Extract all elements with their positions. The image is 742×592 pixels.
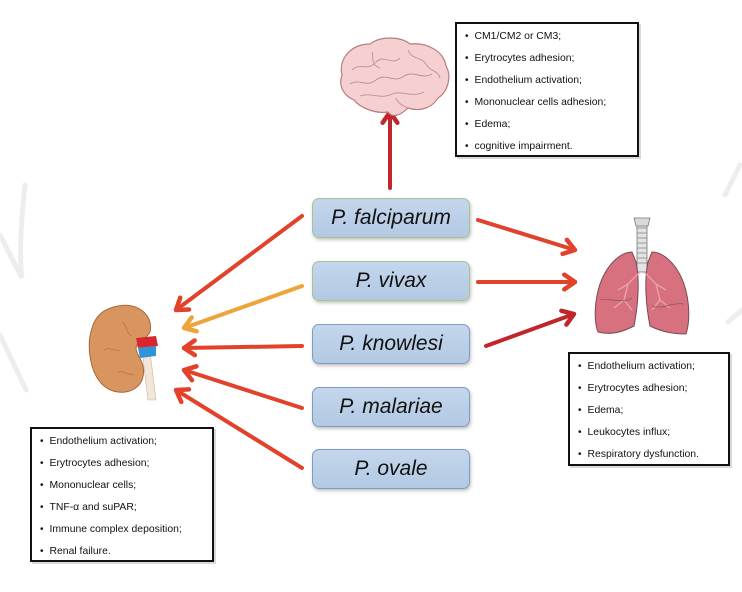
kidney-effect-item: TNF-α and suPAR; [40,497,206,519]
arrow-knowlesi-to-lungs [484,308,577,348]
arrow-head [559,308,577,327]
kidney-effect-item: Endothelium activation; [40,431,206,453]
arrow-shaft [476,218,577,252]
species-label: P. knowlesi [339,332,443,355]
watermark-stroke [722,162,742,198]
arrow-malariae-to-kidney [181,364,304,410]
arrow-head [181,364,199,383]
kidney-effect-item: Erytrocytes adhesion; [40,453,206,475]
arrow-head [181,338,198,358]
watermark-stroke [0,182,28,280]
kidney-effects-box: Endothelium activation; Erytrocytes adhe… [30,427,214,562]
arrow-falciparum-to-lungs [476,218,578,257]
kidney-icon [88,304,158,401]
arrow-vivax-to-lungs [476,272,578,292]
arrow-head [173,387,192,405]
arrow-head [173,295,192,313]
species-box-vivax: P. vivax [312,261,470,301]
arrow-knowlesi-to-kidney [181,338,304,358]
brain-effect-item: Endothelium activation; [465,70,631,92]
kidney-effect-item: Immune complex deposition; [40,519,206,541]
arrow-head [181,315,199,334]
arrow-shaft [174,388,304,470]
brain-effects-box: CM1/CM2 or CM3; Erytrocytes adhesion; En… [455,22,639,157]
lungs-effect-item: Endothelium activation; [578,356,722,378]
kidney-effect-item: Mononuclear cells; [40,475,206,497]
arrow-vivax-to-kidney [181,284,304,334]
species-box-ovale: P. ovale [312,449,470,489]
species-box-falciparum: P. falciparum [312,198,470,238]
lungs-effect-item: Erytrocytes adhesion; [578,378,722,400]
lungs-effects-list: Endothelium activation; Erytrocytes adhe… [578,356,722,466]
arrow-head [562,272,578,292]
arrow-shaft [174,214,304,312]
lungs-effect-item: Edema; [578,400,722,422]
kidney-effects-list: Endothelium activation; Erytrocytes adhe… [40,431,206,563]
species-label: P. ovale [354,457,428,480]
lungs-effects-box: Endothelium activation; Erytrocytes adhe… [568,352,730,466]
brain-effect-item: Edema; [465,114,631,136]
arrow-shaft [182,368,304,410]
watermark-stroke [725,307,742,325]
arrow-shaft [182,284,304,330]
arrow-head [560,237,578,257]
arrow-shaft [484,312,576,348]
watermark-stroke [0,332,29,393]
species-box-knowlesi: P. knowlesi [312,324,470,364]
species-box-malariae: P. malariae [312,387,470,427]
arrow-falciparum-to-kidney [173,214,304,313]
arrow-shaft [182,344,304,350]
brain-icon [340,37,450,117]
arrow-ovale-to-kidney [173,387,304,470]
lungs-effect-item: Respiratory dysfunction. [578,444,722,466]
species-label: P. malariae [339,395,443,418]
lungs-effect-item: Leukocytes influx; [578,422,722,444]
kidney-effect-item: Renal failure. [40,541,206,563]
brain-effect-item: CM1/CM2 or CM3; [465,26,631,48]
brain-effects-list: CM1/CM2 or CM3; Erytrocytes adhesion; En… [465,26,631,158]
lungs-icon [594,217,690,335]
brain-effect-item: Erytrocytes adhesion; [465,48,631,70]
species-label: P. vivax [355,269,427,292]
brain-effect-item: Mononuclear cells adhesion; [465,92,631,114]
brain-effect-item: cognitive impairment. [465,136,631,158]
species-label: P. falciparum [331,206,451,229]
